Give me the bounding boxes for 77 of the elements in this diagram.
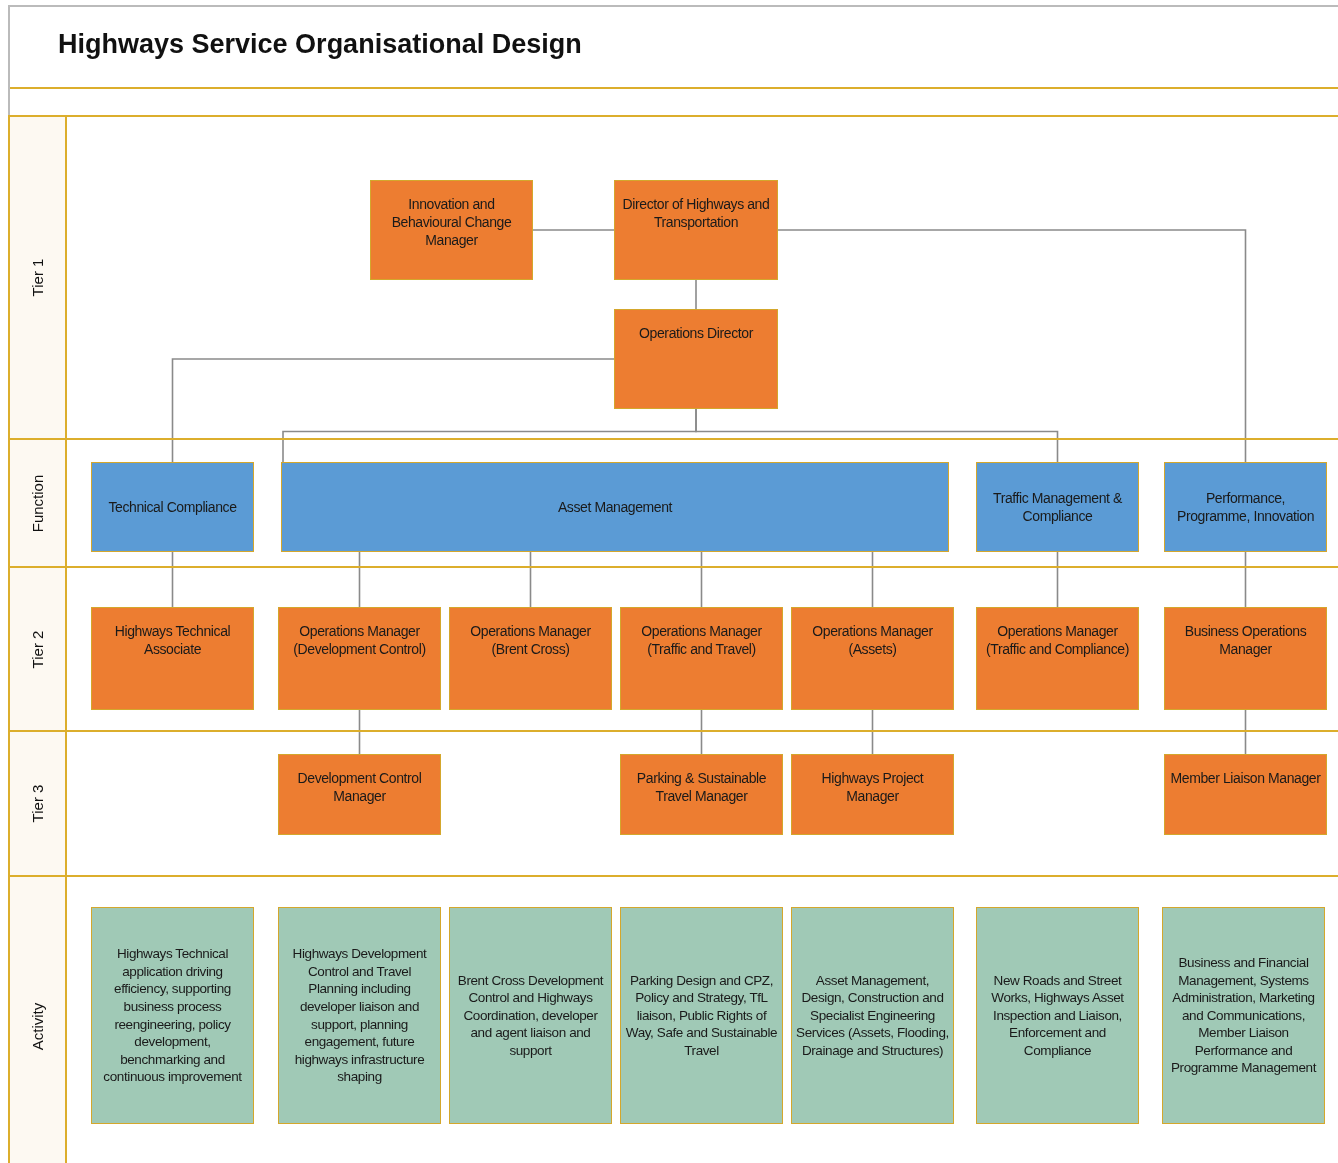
box-label: Business Operations Manager bbox=[1183, 622, 1308, 659]
function-box bbox=[281, 462, 949, 552]
swimlane bbox=[8, 875, 1338, 1163]
box-label: Innovation and Behavioural Change Manager bbox=[390, 195, 513, 250]
connector-line bbox=[700, 709, 703, 755]
box-label: Parking Design and CPZ, Policy and Strategy, TfL liaison, Public Rights of Way, Safe and Sustainable Travel bbox=[625, 971, 778, 1060]
role-box bbox=[370, 180, 533, 280]
box-label: Highways Project Manager bbox=[820, 769, 925, 806]
role-box bbox=[1164, 754, 1327, 835]
connector-line bbox=[695, 279, 697, 310]
connector-line bbox=[695, 408, 1059, 463]
role-box bbox=[614, 309, 778, 409]
connector-line bbox=[532, 229, 615, 231]
connector-line bbox=[871, 709, 874, 755]
connector-line bbox=[358, 551, 361, 608]
connector-line bbox=[358, 709, 361, 755]
box-label: Traffic Management & Compliance bbox=[992, 488, 1123, 526]
box-label: Operations Manager (Traffic and Travel) bbox=[640, 622, 763, 659]
activity-box bbox=[620, 907, 783, 1124]
diagram-title: Highways Service Organisational Design bbox=[58, 29, 582, 60]
activity-box bbox=[449, 907, 612, 1124]
role-box bbox=[278, 754, 441, 835]
function-box bbox=[91, 462, 254, 552]
role-box bbox=[614, 180, 778, 280]
function-box bbox=[976, 462, 1139, 552]
connector-line bbox=[777, 229, 1247, 463]
swimlane bbox=[8, 730, 1338, 875]
box-label: Director of Highways and Transportation bbox=[621, 195, 771, 232]
activity-box bbox=[976, 907, 1139, 1124]
lane-label: Tier 2 bbox=[29, 630, 46, 668]
connector-line bbox=[871, 551, 874, 608]
connector-line bbox=[1244, 709, 1247, 755]
role-box bbox=[278, 607, 441, 710]
connector-line bbox=[700, 551, 703, 608]
activity-box bbox=[278, 907, 441, 1124]
box-label: Highways Technical Associate bbox=[113, 622, 232, 659]
connector-line bbox=[1056, 551, 1059, 608]
box-label: Highways Development Control and Travel Planning including developer liaison and support, planning engagement, future highways infrastructure shaping bbox=[291, 945, 428, 1086]
role-box bbox=[620, 754, 783, 835]
box-label: Parking & Sustainable Travel Manager bbox=[635, 769, 768, 806]
lane-label: Tier 1 bbox=[29, 258, 46, 297]
box-label: Operations Director bbox=[639, 324, 753, 343]
lane-label: Function bbox=[29, 474, 46, 532]
box-label: Performance, Programme, Innovation bbox=[1175, 488, 1316, 526]
box-label: Operations Manager (Development Control) bbox=[292, 622, 427, 659]
connector-line bbox=[171, 358, 615, 463]
role-box bbox=[620, 607, 783, 710]
lane-label: Tier 3 bbox=[29, 784, 46, 823]
role-box bbox=[1164, 607, 1327, 710]
box-label: Operations Manager (Assets) bbox=[811, 622, 934, 659]
connector-line bbox=[529, 551, 532, 608]
lane-label: Activity bbox=[29, 1002, 46, 1050]
box-label: Asset Management bbox=[557, 497, 673, 517]
box-label: Asset Management, Design, Construction and Specialist Engineering Services (Assets, Flooding, Drainage and Structures) bbox=[796, 971, 949, 1060]
connector-line bbox=[1244, 551, 1247, 608]
box-label: Highways Technical application driving efficiency, supporting business process reengineering, policy development, benchmarking and continuous improvement bbox=[102, 945, 243, 1086]
box-label: Business and Financial Management, Systems Administration, Marketing and Communications, Member Liaison Performance and Programme Management bbox=[1169, 954, 1318, 1077]
role-box bbox=[976, 607, 1139, 710]
box-label: Brent Cross Development Control and Highways Coordination, developer and agent liaison and support bbox=[456, 971, 605, 1060]
activity-box bbox=[1162, 907, 1325, 1124]
swimlane bbox=[8, 115, 1338, 438]
box-label: Technical Compliance bbox=[108, 497, 237, 517]
activity-box bbox=[91, 907, 254, 1124]
box-label: Operations Manager (Brent Cross) bbox=[469, 622, 592, 659]
box-label: Operations Manager (Traffic and Compliance) bbox=[985, 622, 1130, 659]
activity-box bbox=[791, 907, 954, 1124]
role-box bbox=[91, 607, 254, 710]
swimlane bbox=[8, 566, 1338, 730]
role-box bbox=[791, 754, 954, 835]
swimlane bbox=[8, 438, 1338, 566]
box-label: New Roads and Street Works, Highways Asset Inspection and Liaison, Enforcement and Compliance bbox=[990, 971, 1125, 1060]
role-box bbox=[791, 607, 954, 710]
box-label: Development Control Manager bbox=[296, 769, 423, 806]
role-box bbox=[449, 607, 612, 710]
function-box bbox=[1164, 462, 1327, 552]
box-label: Member Liaison Manager bbox=[1170, 769, 1321, 788]
connector-line bbox=[171, 551, 174, 608]
